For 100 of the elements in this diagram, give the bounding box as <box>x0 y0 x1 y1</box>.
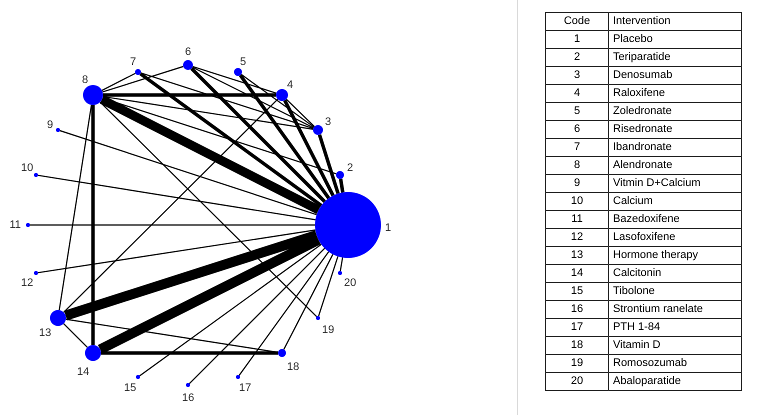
header-cell: Intervention <box>608 12 742 30</box>
table-cell: 5 <box>546 102 608 120</box>
connection-line <box>340 257 344 272</box>
node-circle <box>56 128 60 132</box>
table-cell: Hormone therapy <box>608 246 742 264</box>
connection-line <box>60 130 317 216</box>
connection-line <box>240 74 314 128</box>
connection-line <box>63 98 278 313</box>
node-circle <box>83 85 103 105</box>
node-label: 5 <box>240 56 246 68</box>
connection-line <box>101 351 278 355</box>
node-label: 19 <box>322 324 334 336</box>
table-cell: Alendronate <box>608 156 742 174</box>
table-cell: 8 <box>546 156 608 174</box>
node-label: 11 <box>10 219 21 231</box>
node-label: 17 <box>239 382 252 394</box>
node-label: 10 <box>21 162 34 174</box>
connection-line <box>103 93 276 97</box>
node-label: 9 <box>47 119 54 131</box>
table-cell: 15 <box>546 282 608 300</box>
node-circle <box>336 171 344 179</box>
connection-line <box>318 256 338 316</box>
node-circle <box>234 68 242 76</box>
node-circle <box>183 60 193 70</box>
table-cell: Risedronate <box>608 120 742 138</box>
node-circle <box>34 271 38 275</box>
connection-line <box>63 323 88 348</box>
node-label: 20 <box>344 277 356 289</box>
table-cell: Vitamin D <box>608 336 742 354</box>
node-label: 1 <box>385 222 392 234</box>
node-circle <box>315 192 381 258</box>
connection-line <box>64 230 318 320</box>
connection-line <box>139 72 322 207</box>
connection-line <box>338 178 345 193</box>
connection-line <box>100 96 321 214</box>
table-cell: Abaloparatide <box>608 372 742 390</box>
connection-line <box>286 98 315 127</box>
header-cell: Code <box>546 12 608 30</box>
table-cell: 10 <box>546 192 608 210</box>
table-cell: Zoledronate <box>608 102 742 120</box>
table-cell: Teriparatide <box>608 48 742 66</box>
table-cell: 16 <box>546 300 608 318</box>
node-label: 16 <box>182 392 194 404</box>
connection-line <box>283 100 335 196</box>
node-label: 18 <box>287 361 300 373</box>
connection-line <box>283 254 334 350</box>
connection-line <box>91 105 95 345</box>
table-cell: 18 <box>546 336 608 354</box>
node-circle <box>236 375 240 379</box>
table-cell: 9 <box>546 174 608 192</box>
node-circle <box>136 375 140 379</box>
connection-line <box>190 67 326 203</box>
node-circle <box>85 345 101 361</box>
node-circle <box>135 69 141 75</box>
connection-line <box>238 74 330 200</box>
table-cell: Raloxifene <box>608 84 742 102</box>
node-circle <box>338 271 342 275</box>
node-circle <box>276 89 288 101</box>
table-cell: Denosumab <box>608 66 742 84</box>
node-circle <box>34 173 38 177</box>
node-label: 14 <box>77 366 90 378</box>
node-circle <box>50 310 66 326</box>
connection-line <box>102 66 184 93</box>
table-cell: 12 <box>546 228 608 246</box>
table-cell: 1 <box>546 30 608 48</box>
table-cell: 13 <box>546 246 608 264</box>
table-cell: Ibandronate <box>608 138 742 156</box>
table-cell: 19 <box>546 354 608 372</box>
table-cell: 20 <box>546 372 608 390</box>
table-cell: 14 <box>546 264 608 282</box>
node-label: 3 <box>325 116 332 128</box>
table-cell: 2 <box>546 48 608 66</box>
connection-line <box>140 72 314 130</box>
node-label: 4 <box>287 79 294 91</box>
table-cell: Romosozumab <box>608 354 742 372</box>
node-label: 7 <box>130 56 136 68</box>
table-cell: 4 <box>546 84 608 102</box>
connection-line <box>38 229 316 274</box>
connection-line <box>192 66 276 94</box>
node-label: 12 <box>21 277 34 289</box>
connection-line <box>318 134 340 194</box>
node-label: 13 <box>39 327 52 339</box>
node-label: 6 <box>185 46 192 58</box>
table-cell: Tibolone <box>608 282 742 300</box>
table-cell: 6 <box>546 120 608 138</box>
table-cell: Lasofoxifene <box>608 228 742 246</box>
connection-line <box>192 66 314 128</box>
table-cell: Strontium ranelate <box>608 300 742 318</box>
connection-line <box>189 248 326 384</box>
table-cell: 17 <box>546 318 608 336</box>
node-circle <box>26 223 30 227</box>
table-cell: 3 <box>546 66 608 84</box>
node-label: 2 <box>347 162 354 174</box>
connection-line <box>238 251 330 376</box>
node-circle <box>186 383 190 387</box>
connection-line <box>102 72 136 91</box>
node-circle <box>316 316 320 320</box>
table-cell: PTH 1-84 <box>608 318 742 336</box>
connection-line <box>100 102 317 318</box>
table-cell: 11 <box>546 210 608 228</box>
